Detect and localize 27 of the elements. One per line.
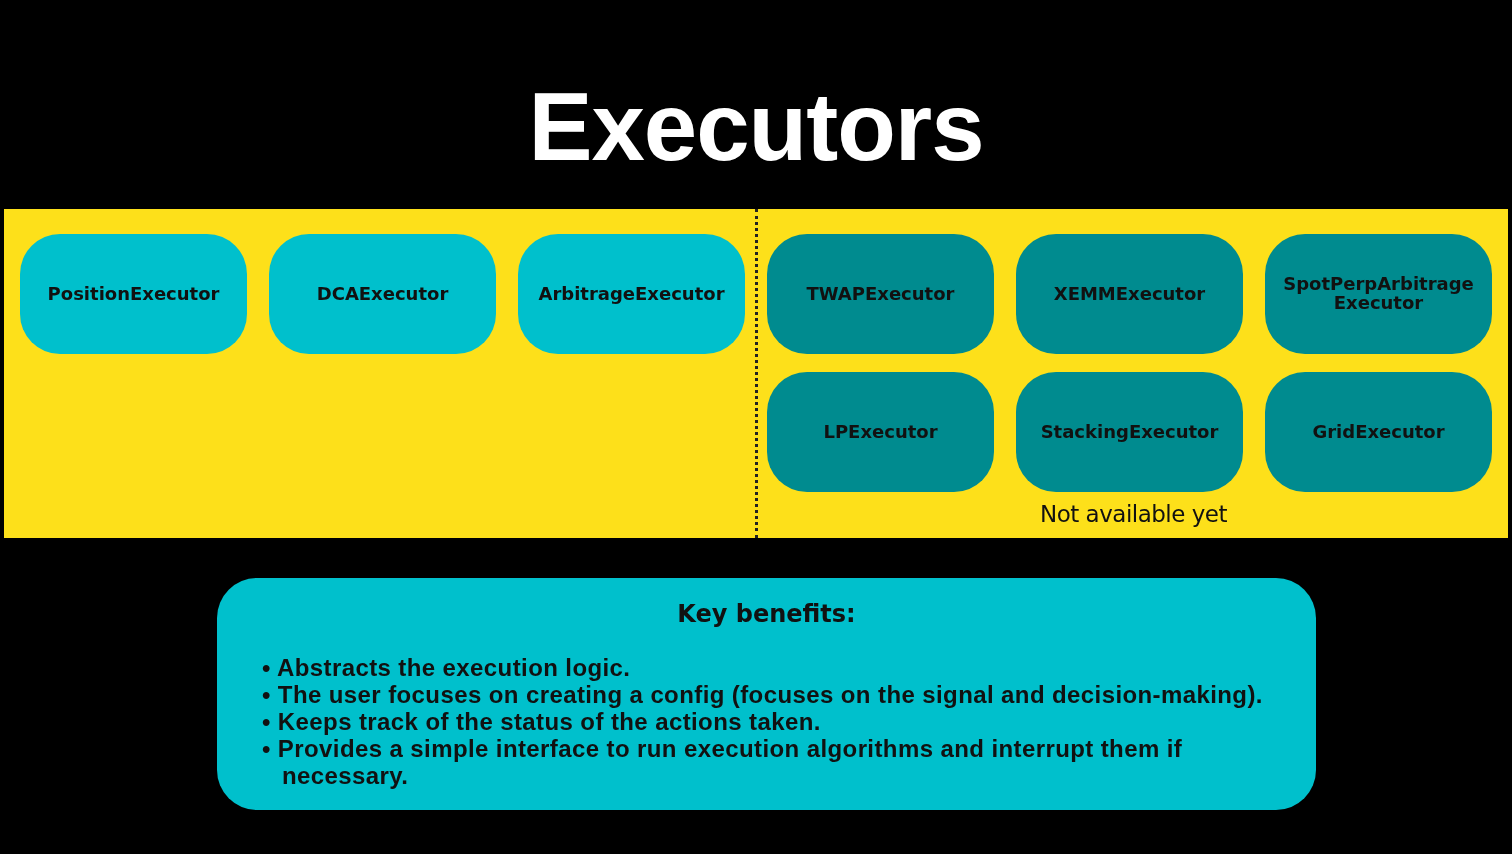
executor-name: PositionExecutor — [47, 284, 220, 304]
executor-pill — [1016, 234, 1243, 354]
executor-pill — [20, 234, 247, 354]
benefits-card — [217, 578, 1316, 810]
executor-pill — [767, 234, 994, 354]
bullet-text: • Provides a simple interface to run execution algorithms and interrupt them if necessary. — [262, 735, 1184, 789]
executor-name: XEMMExecutor — [1053, 284, 1206, 304]
executor-pill — [1016, 372, 1243, 492]
executor-pill — [767, 372, 994, 492]
executor-name: SpotPerpArbitrage Executor — [1282, 275, 1475, 313]
executor-name: ArbitrageExecutor — [538, 284, 725, 304]
executor-pill — [269, 234, 496, 354]
bullet-text: • The user focuses on creating a config (focuses on the signal and decision-making). — [262, 681, 1264, 708]
executor-name: LPExecutor — [823, 422, 938, 442]
executor-name: DCAExecutor — [316, 284, 449, 304]
executor-pill — [1265, 234, 1492, 354]
title: Executors — [527, 72, 985, 182]
executor-name: StackingExecutor — [1040, 422, 1219, 442]
executor-name: GridExecutor — [1312, 422, 1445, 442]
bullet-text: • Keeps track of the status of the actions taken. — [262, 708, 822, 735]
executor-name: TWAPExecutor — [806, 284, 955, 304]
note-text: Not available yet — [1039, 501, 1228, 527]
executor-pill — [518, 234, 745, 354]
executor-pill — [1265, 372, 1492, 492]
benefits-heading: Key benefits: — [676, 600, 857, 628]
executor-panel — [4, 209, 1508, 538]
bullet-text: • Abstracts the execution logic. — [262, 654, 632, 681]
